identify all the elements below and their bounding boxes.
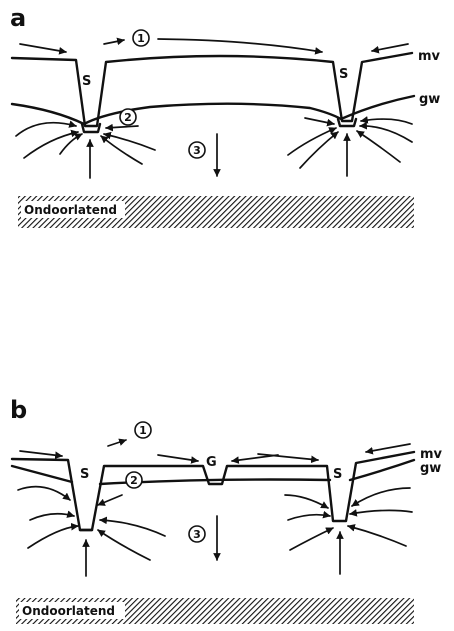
panel-a-callout-3-text: 3: [193, 144, 201, 157]
panel-b-letter: b: [10, 396, 27, 424]
panel-b-mv-label: mv: [420, 447, 443, 462]
panel-b-ditch-label-right: S: [333, 467, 342, 482]
panel-a-callout-1-text: 1: [137, 32, 145, 45]
panel-a-impermeable-label: Ondoorlatend: [24, 203, 117, 217]
panel-a-runoff-arrows: [20, 39, 408, 52]
panel-b-seepage-arrows: [18, 487, 412, 560]
panel-b: b S G S mv gw 1 2 3: [10, 396, 443, 624]
panel-b-trench-label: G: [206, 455, 217, 470]
panel-b-ditch-label-left: S: [80, 467, 89, 482]
panel-a-letter: a: [10, 4, 26, 32]
panel-b-callout-3-text: 3: [193, 528, 201, 541]
panel-a-mv-label: mv: [418, 49, 441, 64]
panel-b-impermeable-label: Ondoorlatend: [22, 604, 115, 618]
panel-a-callout-2-text: 2: [124, 111, 132, 124]
panel-b-callout-2-text: 2: [130, 474, 138, 487]
panel-a-ditch-label-left: S: [82, 74, 91, 89]
panel-a-ditch-label-right: S: [339, 67, 348, 82]
panel-b-callout-1-text: 1: [139, 424, 147, 437]
panel-b-gw-label: gw: [420, 461, 441, 476]
panel-a-gw-label: gw: [419, 92, 440, 107]
panel-a: a S S mv gw 1 2 3: [10, 4, 441, 228]
